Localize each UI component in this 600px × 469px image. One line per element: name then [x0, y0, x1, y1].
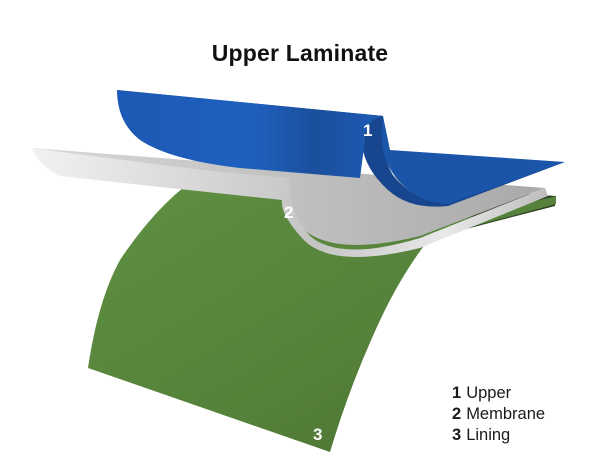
legend-number: 3 — [452, 426, 462, 444]
layer-membrane — [32, 148, 548, 257]
layer-upper — [117, 90, 565, 207]
legend-label: Membrane — [466, 405, 546, 423]
layer-number-3: 3 — [313, 425, 322, 444]
legend-number: 1 — [452, 384, 462, 402]
legend-label: Upper — [466, 384, 512, 402]
diagram-title: Upper Laminate — [211, 40, 389, 66]
layer-number-1: 1 — [363, 121, 372, 140]
layer-number-2: 2 — [284, 203, 293, 222]
legend-number: 2 — [452, 405, 462, 423]
legend-label: Lining — [466, 426, 511, 444]
